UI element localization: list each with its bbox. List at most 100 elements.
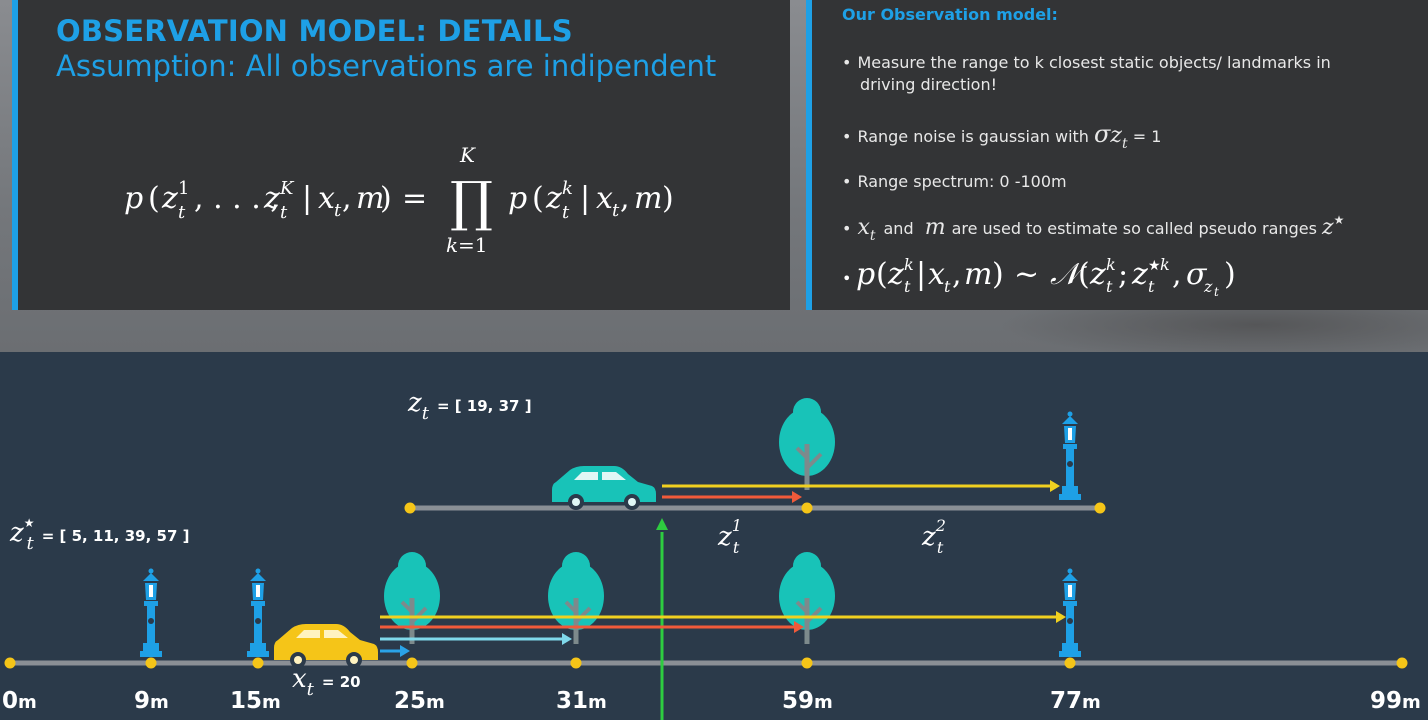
svg-text:t: t: [944, 277, 951, 296]
tree-31m-icon: [546, 550, 606, 646]
svg-text:x: x: [928, 257, 945, 292]
svg-text:σ: σ: [1186, 257, 1208, 292]
svg-text:x: x: [318, 181, 335, 216]
svg-text:t: t: [334, 200, 342, 221]
svg-text:p: p: [508, 181, 527, 216]
svg-text:(: (: [532, 181, 544, 216]
svg-text:): ): [992, 257, 1004, 292]
svg-text:t: t: [562, 202, 570, 223]
z-t-label: zt = [ 19, 37 ]: [408, 388, 532, 424]
svg-text:K: K: [459, 143, 476, 167]
x-t-sub: t: [306, 679, 314, 700]
bullet-pseudo-text: are used to estimate so called pseudo ra…: [951, 219, 1317, 238]
z-star-label: z★t= [ 5, 11, 39, 57 ]: [10, 516, 189, 554]
z-star-symbol: z: [10, 518, 24, 548]
z1-sub: t: [732, 538, 740, 557]
svg-text:z: z: [887, 257, 904, 292]
sigma-symbol: σ: [1094, 120, 1111, 148]
axis-label-99m: 99m: [1370, 688, 1421, 714]
axis-label-25m: 25m: [394, 688, 445, 714]
svg-text:m: m: [964, 257, 992, 292]
z-t-sub: t: [421, 403, 429, 424]
z1-sup: 1: [731, 516, 742, 535]
z-t-symbol: z: [408, 388, 422, 418]
svg-text:z: z: [161, 181, 178, 216]
bullet-measure-line1: Measure the range to k closest static ob…: [857, 53, 1331, 72]
svg-text:k: k: [446, 233, 458, 257]
axis-label-59m: 59m: [782, 688, 833, 714]
svg-text:|: |: [302, 181, 312, 216]
slide-title: OBSERVATION MODEL: DETAILS: [56, 14, 573, 48]
lamp-9m-icon: [140, 568, 162, 657]
bullet-noise-text: Range noise is gaussian with: [857, 127, 1089, 146]
axis-label-9m: 9m: [134, 688, 169, 714]
bullet-spectrum-text: Range spectrum: 0 -100m: [857, 172, 1067, 191]
x-symbol: x: [857, 215, 870, 240]
lower-car-icon: [274, 624, 378, 668]
bullet-spectrum: •Range spectrum: 0 -100m: [842, 172, 1067, 191]
z-star-star: ★: [23, 516, 35, 530]
svg-text:,: ,: [342, 181, 352, 216]
sigma-sub-t: t: [1122, 136, 1128, 152]
x-t-symbol: x: [292, 664, 307, 694]
bullet-noise: •Range noise is gaussian with σzt = 1: [842, 120, 1162, 152]
svg-text:1: 1: [178, 178, 189, 199]
axis-label-77m: 77m: [1050, 688, 1101, 714]
svg-text:t: t: [1148, 277, 1155, 296]
sigma-sub-z: z: [1110, 123, 1123, 148]
z2-symbol: z: [922, 522, 936, 552]
bullet-measure-line2: driving direction!: [860, 75, 998, 94]
svg-text:t: t: [1214, 285, 1219, 299]
observation-likelihood-formula: • p ( z k t | x t , m ) ~ 𝒩 ( z k t ; z …: [842, 255, 1236, 299]
x-t-label: xt = 20: [292, 664, 361, 700]
svg-text:(: (: [876, 257, 888, 292]
m-symbol: m: [924, 215, 946, 240]
svg-text:(: (: [1078, 257, 1090, 292]
z2-label: z2t: [922, 516, 946, 557]
svg-text:p: p: [856, 257, 875, 292]
svg-text:,: ,: [620, 181, 630, 216]
axis-label-15m: 15m: [230, 688, 281, 714]
lamp-77m-icon: [1059, 568, 1081, 657]
svg-text:k: k: [1106, 255, 1116, 274]
bullet-measure: •Measure the range to k closest static o…: [842, 53, 1331, 72]
upper-lamp-icon: [1059, 411, 1081, 500]
svg-text:z: z: [1203, 277, 1213, 296]
x-sub-t: t: [869, 228, 876, 244]
svg-text:z: z: [545, 181, 562, 216]
independence-formula: p ( z 1 t , . . . , z K t | x t , m ) = …: [124, 143, 674, 257]
x-t-value: = 20: [321, 673, 361, 691]
z-star-sub: t: [26, 533, 34, 554]
scene-panel: zt= [ 19, 37 ] z★t= [ 5, 11, 39, 57 ] xt…: [0, 352, 1428, 720]
svg-text:,: ,: [952, 257, 962, 292]
svg-text:): ): [662, 181, 674, 216]
svg-text:|: |: [580, 181, 590, 216]
svg-text:,: ,: [1172, 257, 1182, 292]
axis-label-0m: 0m: [2, 688, 37, 714]
svg-text:t: t: [280, 202, 288, 223]
slide-right-panel: Our Observation model: •Measure the rang…: [806, 0, 1428, 310]
svg-text:k: k: [1160, 255, 1170, 274]
svg-text:∏: ∏: [450, 170, 493, 233]
bullet-measure-cont: driving direction!: [860, 75, 997, 94]
tree-59m-icon: [777, 550, 837, 646]
svg-text:t: t: [904, 277, 911, 296]
slide-subtitle: Assumption: All observations are indipen…: [56, 49, 717, 83]
axis-label-31m: 31m: [556, 688, 607, 714]
svg-text:x: x: [596, 181, 613, 216]
observation-model-title: Our Observation model:: [842, 5, 1058, 24]
z-star-symbol: z: [1322, 215, 1334, 240]
svg-text:=1: =1: [458, 233, 487, 257]
svg-text:=: =: [402, 181, 427, 216]
svg-text:k: k: [562, 178, 573, 199]
z1-symbol: z: [718, 522, 732, 552]
svg-text:;: ;: [1118, 257, 1128, 292]
svg-text:(: (: [148, 181, 160, 216]
svg-text:z: z: [263, 181, 280, 216]
bullet-noise-value: = 1: [1132, 127, 1162, 146]
z-t-values: = [ 19, 37 ]: [436, 397, 532, 415]
z2-sup: 2: [935, 516, 946, 535]
svg-text:z: z: [1131, 257, 1148, 292]
svg-text:t: t: [178, 202, 186, 223]
